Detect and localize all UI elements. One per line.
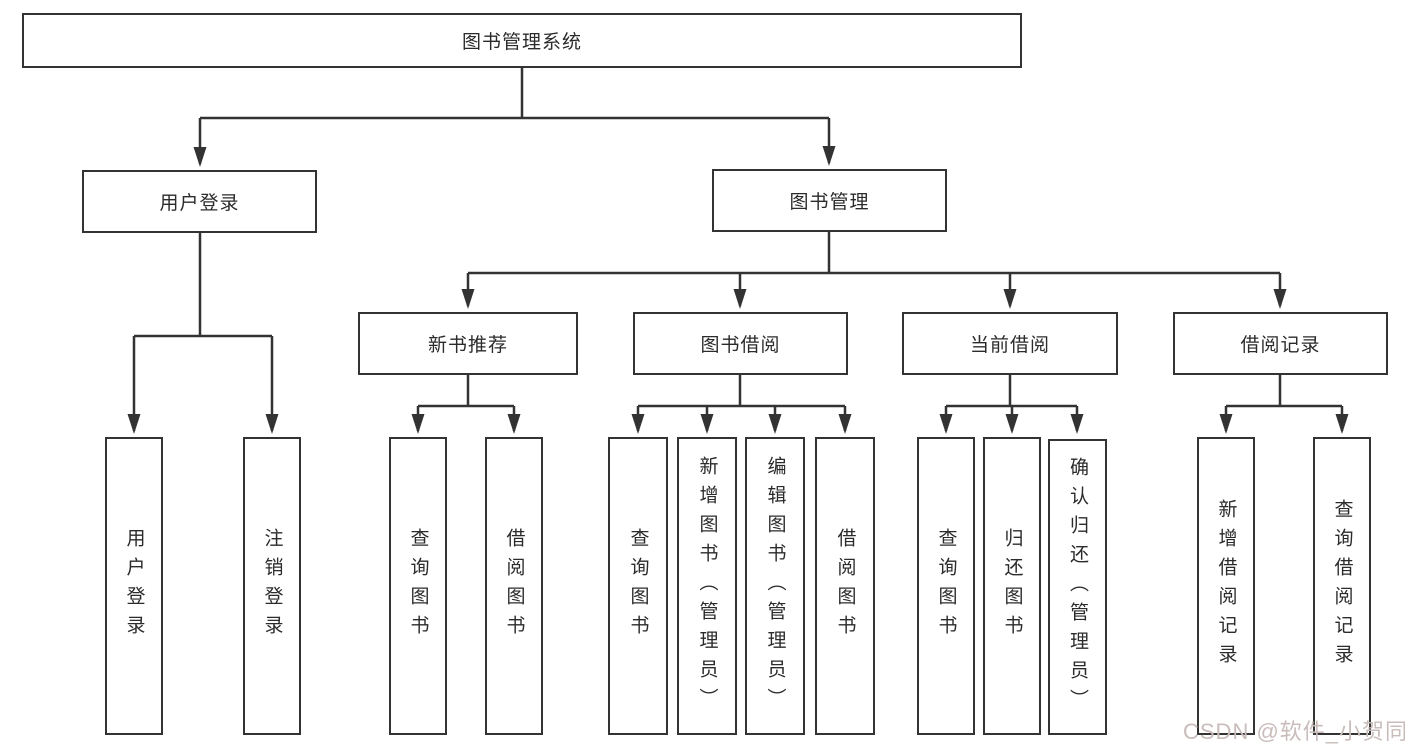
leaf-cb-return-books-label: 归还图书 — [1001, 528, 1023, 644]
node-borrow-records: 借阅记录 — [1173, 312, 1388, 375]
leaf-bb-add-books-admin: 新增图书（管理员） — [677, 437, 737, 735]
leaf-nbr-borrow-books: 借阅图书 — [485, 437, 543, 735]
node-user-login: 用户登录 — [82, 170, 317, 233]
leaf-br-add-record-label: 新增借阅记录 — [1215, 499, 1237, 673]
node-book-borrow: 图书借阅 — [633, 312, 848, 375]
leaf-cb-query-books-label: 查询图书 — [935, 528, 957, 644]
leaf-br-add-record: 新增借阅记录 — [1197, 437, 1255, 735]
leaf-nbr-borrow-books-label: 借阅图书 — [503, 528, 525, 644]
node-current-borrow: 当前借阅 — [902, 312, 1118, 375]
leaf-cb-query-books: 查询图书 — [917, 437, 975, 735]
leaf-user-login-label: 用户登录 — [123, 528, 145, 644]
leaf-br-query-record-label: 查询借阅记录 — [1331, 499, 1353, 673]
leaf-bb-edit-books-admin: 编辑图书（管理员） — [745, 437, 805, 735]
node-new-book-recommend: 新书推荐 — [358, 312, 578, 375]
leaf-cb-confirm-return-admin: 确认归还（管理员） — [1048, 439, 1107, 735]
leaf-bb-query-books: 查询图书 — [608, 437, 668, 735]
leaf-cb-return-books: 归还图书 — [983, 437, 1041, 735]
csdn-watermark: CSDN @软件_小贺同学 — [1183, 719, 1405, 744]
node-root-system: 图书管理系统 — [22, 13, 1022, 68]
leaf-bb-add-books-admin-label: 新增图书（管理员） — [696, 455, 718, 717]
leaf-bb-borrow-books: 借阅图书 — [815, 437, 875, 735]
leaf-logout-label: 注销登录 — [261, 528, 283, 644]
leaf-bb-edit-books-admin-label: 编辑图书（管理员） — [764, 455, 786, 717]
leaf-logout: 注销登录 — [243, 437, 301, 735]
leaf-bb-borrow-books-label: 借阅图书 — [834, 528, 856, 644]
node-book-management: 图书管理 — [712, 169, 947, 232]
leaf-nbr-query-books-label: 查询图书 — [407, 528, 429, 644]
leaf-br-query-record: 查询借阅记录 — [1313, 437, 1371, 735]
leaf-bb-query-books-label: 查询图书 — [627, 528, 649, 644]
leaf-cb-confirm-return-admin-label: 确认归还（管理员） — [1067, 456, 1088, 718]
leaf-user-login: 用户登录 — [105, 437, 163, 735]
leaf-nbr-query-books: 查询图书 — [389, 437, 447, 735]
